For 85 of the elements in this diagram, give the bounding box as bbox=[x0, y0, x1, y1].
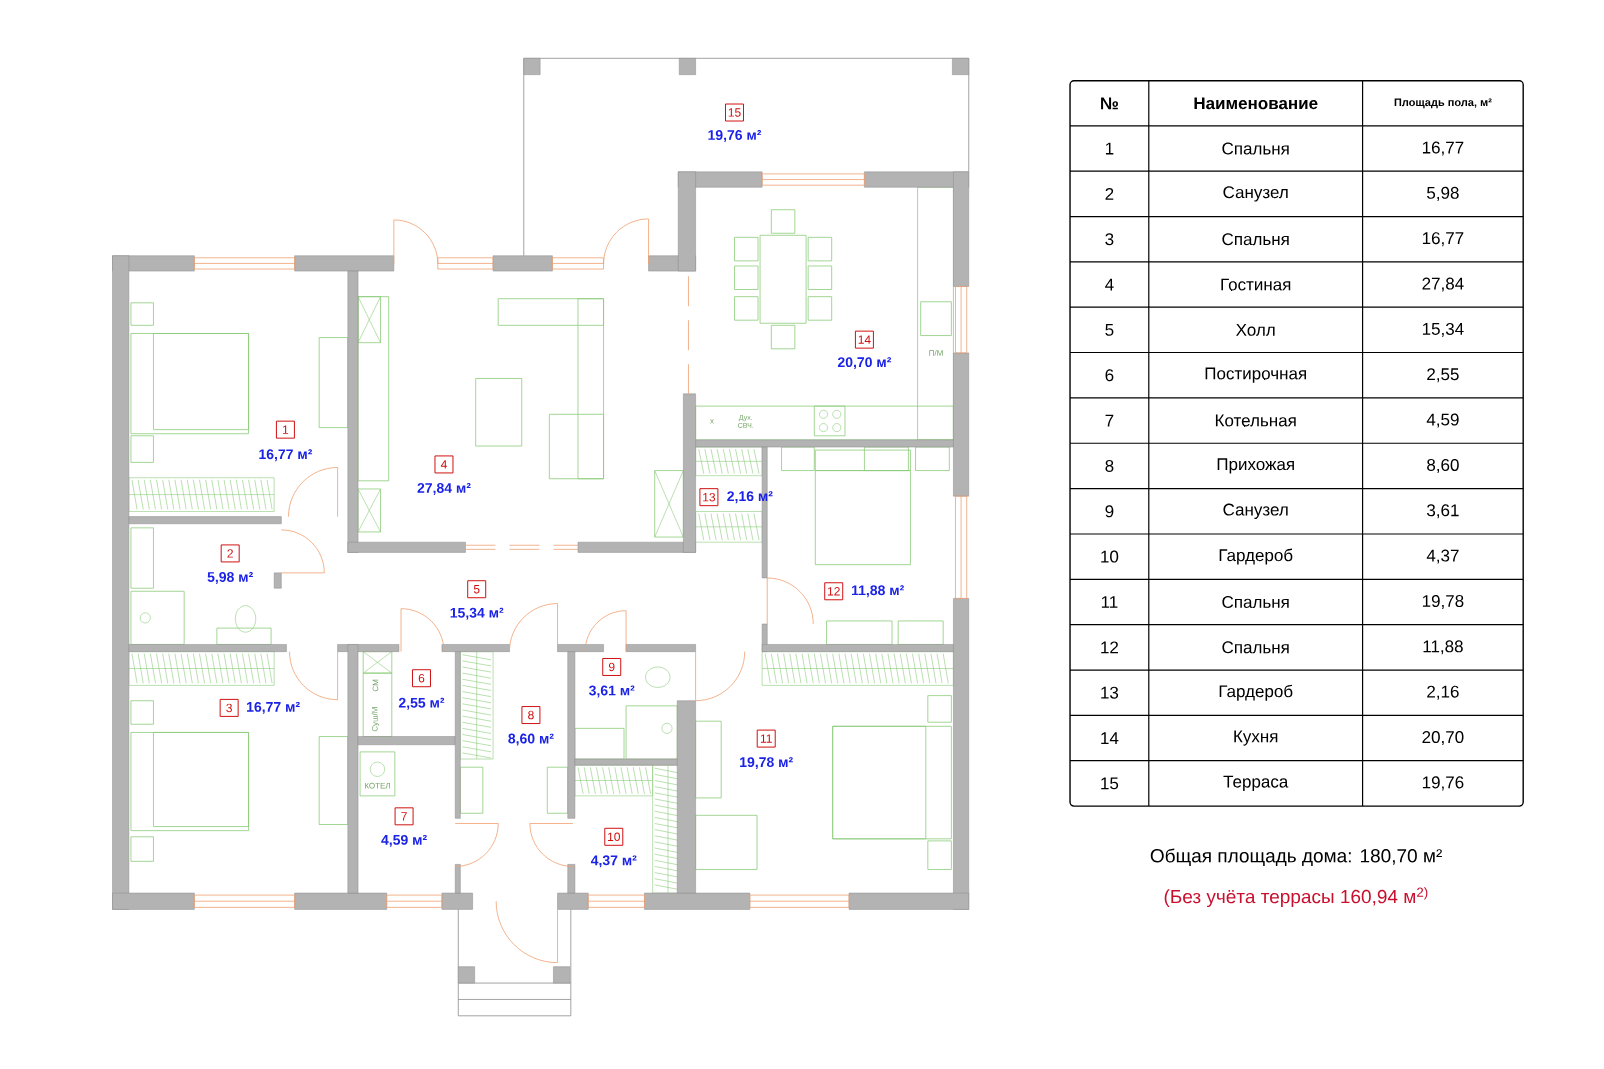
table-cell: 16,77 bbox=[1422, 232, 1464, 247]
callout-number: 7 bbox=[394, 807, 414, 826]
callout-number: 2 bbox=[220, 544, 240, 563]
area-label: 15,34 м² bbox=[450, 607, 504, 620]
fixture-label: КОТЕЛ bbox=[365, 782, 390, 789]
table-cell: Гостиная bbox=[1221, 278, 1291, 291]
table-cell: 19,78 bbox=[1422, 595, 1464, 610]
table-cell: Прихожая bbox=[1217, 458, 1294, 474]
table-cell: 27,84 bbox=[1422, 277, 1464, 292]
callout-number: 9 bbox=[602, 658, 622, 676]
table-cell: 3 bbox=[1105, 233, 1114, 246]
table-cell: 15 bbox=[1101, 777, 1119, 790]
table-cell: 9 bbox=[1105, 505, 1114, 518]
callout-number: 8 bbox=[521, 706, 541, 725]
table-cell: 14 bbox=[1101, 732, 1119, 744]
callout-number: 10 bbox=[604, 827, 624, 846]
table-header-cell: № bbox=[1101, 97, 1118, 110]
callout-number: 4 bbox=[434, 455, 454, 474]
area-label: 4,59 м² bbox=[381, 834, 427, 847]
table-cell: 2 bbox=[1105, 187, 1114, 200]
table-cell: Санузел bbox=[1223, 503, 1288, 519]
table-cell: 16,77 bbox=[1422, 141, 1464, 156]
callout-number: 1 bbox=[275, 420, 295, 439]
table-cell: 10 bbox=[1101, 550, 1119, 563]
area-label: 4,37 м² bbox=[590, 855, 637, 868]
table-cell: 13 bbox=[1101, 686, 1119, 699]
area-label: 16,77 м² bbox=[259, 449, 313, 462]
table-cell: 11 bbox=[1101, 596, 1118, 608]
table-cell: Спальня bbox=[1222, 142, 1289, 155]
callout-number: 13 bbox=[699, 488, 719, 507]
table-cell: 4 bbox=[1105, 278, 1114, 291]
area-label: 3,61 м² bbox=[589, 685, 635, 698]
area-label: 5,98 м² bbox=[207, 572, 253, 584]
area-label: 20,70 м² bbox=[837, 357, 892, 370]
callout-number: 12 bbox=[824, 582, 844, 601]
callout-number: 11 bbox=[756, 729, 776, 748]
fixture-label: Суш/М bbox=[371, 707, 380, 732]
callout-number: 15 bbox=[725, 103, 744, 122]
table-cell: 2,55 bbox=[1427, 368, 1459, 383]
table-cell: Терраса bbox=[1223, 775, 1289, 791]
table-cell: 8,60 bbox=[1427, 458, 1459, 473]
table-cell: 12 bbox=[1101, 641, 1118, 654]
table-cell: 15,34 bbox=[1422, 322, 1464, 337]
table-cell: 4,37 bbox=[1426, 549, 1459, 564]
table-cell: Гардероб bbox=[1219, 548, 1293, 565]
total-area-text: Общая площадь дома: 180,70 м² bbox=[1150, 848, 1442, 867]
table-cell: Кухня bbox=[1234, 730, 1278, 746]
table-header-cell: Наименование bbox=[1194, 97, 1318, 110]
table-cell: 11,88 bbox=[1423, 640, 1463, 655]
table-cell: 3,61 bbox=[1427, 504, 1459, 519]
table-cell: 4,59 bbox=[1426, 413, 1459, 428]
area-label: 27,84 м² bbox=[417, 483, 471, 495]
area-label: 2,16 м² bbox=[727, 491, 773, 504]
area-label: 2,55 м² bbox=[398, 697, 445, 710]
table-cell: 5,98 bbox=[1427, 186, 1459, 201]
fixture-label: П/М bbox=[929, 350, 943, 356]
callout-number: 6 bbox=[411, 669, 431, 688]
table-cell: 5 bbox=[1105, 323, 1114, 336]
area-label: 8,60 м² bbox=[508, 733, 554, 746]
callout-number: 3 bbox=[219, 698, 239, 717]
area-label: 19,78 м² bbox=[740, 757, 793, 770]
table-cell: Постирочная bbox=[1205, 367, 1306, 383]
fixture-label: х bbox=[710, 419, 714, 424]
note-text: (Без учёта террасы 160,94 м$^{2)}$ bbox=[1164, 887, 1428, 908]
table-cell: 6 bbox=[1105, 369, 1114, 382]
table-cell: Котельная bbox=[1215, 414, 1296, 427]
area-label: 19,76 м² bbox=[708, 130, 762, 143]
area-label: 16,77 м² bbox=[247, 701, 300, 714]
table-cell: Спальня bbox=[1222, 641, 1289, 654]
table-cell: Спальня bbox=[1222, 233, 1289, 246]
table-cell: 1 bbox=[1106, 142, 1114, 155]
table-cell: Санузел bbox=[1223, 186, 1288, 202]
table-cell: 20,70 bbox=[1422, 731, 1464, 746]
callout-number: 5 bbox=[467, 580, 487, 599]
table-cell: 8 bbox=[1105, 459, 1114, 472]
fixture-label: СМ bbox=[372, 679, 379, 692]
table-header-cell: Площадь пола, м² bbox=[1394, 98, 1492, 109]
table-cell: Спальня bbox=[1222, 596, 1289, 609]
area-label: 11,88 м² bbox=[852, 585, 904, 598]
callout-number: 14 bbox=[854, 330, 874, 349]
table-cell: Холл bbox=[1236, 323, 1275, 336]
table-cell: 19,76 bbox=[1422, 776, 1464, 791]
table-cell: 2,16 bbox=[1427, 685, 1459, 700]
table-cell: 7 bbox=[1105, 414, 1114, 427]
table-cell: Гардероб bbox=[1219, 684, 1293, 701]
